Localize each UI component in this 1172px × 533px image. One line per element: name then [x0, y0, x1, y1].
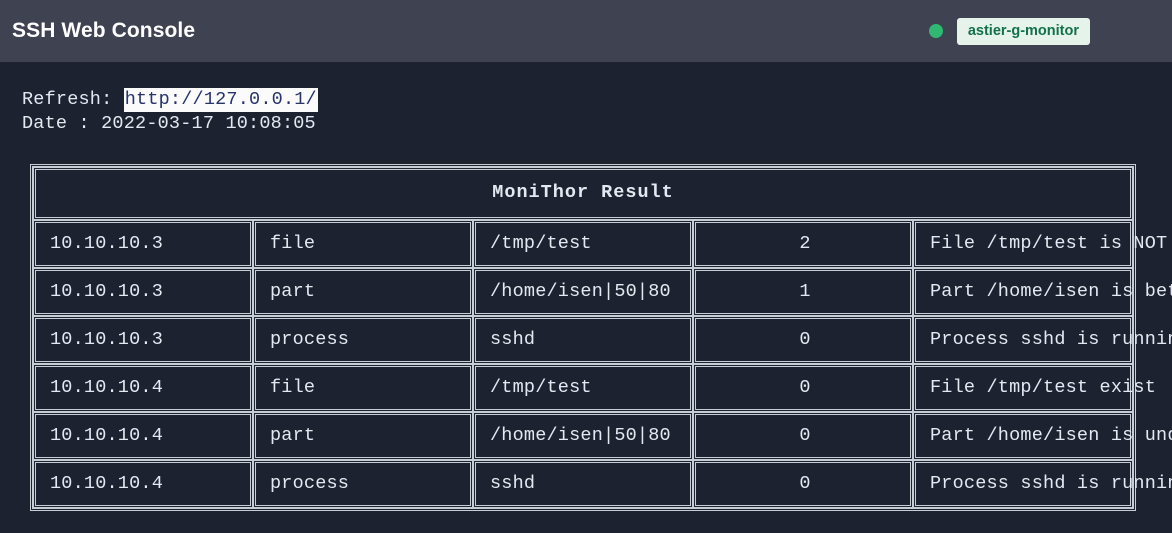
cell-message: Part /home/isen is between 50% and 80% :…: [913, 268, 1172, 316]
refresh-label: Refresh:: [22, 89, 124, 110]
table-title-row: MoniThor Result: [33, 167, 1133, 220]
cell-target: /home/isen|50|80: [473, 268, 693, 316]
cell-code: 0: [693, 460, 913, 508]
cell-message: File /tmp/test is NOT present: [913, 220, 1172, 268]
table-row: 10.10.10.3 part /home/isen|50|80 1 Part …: [33, 268, 1172, 316]
cell-type: file: [253, 364, 473, 412]
header-status-group: astier-g-monitor: [928, 17, 1158, 45]
cell-message: Process sshd is running: [913, 460, 1172, 508]
cell-type: part: [253, 268, 473, 316]
table-row: 10.10.10.4 part /home/isen|50|80 0 Part …: [33, 412, 1172, 460]
date-label: Date :: [22, 113, 102, 134]
cell-host: 10.10.10.3: [33, 268, 253, 316]
cell-code: 0: [693, 316, 913, 364]
cell-code: 1: [693, 268, 913, 316]
date-value: 2022-03-17 10:08:05: [101, 113, 316, 134]
online-status-dot-icon: [928, 24, 943, 38]
cell-target: sshd: [473, 460, 693, 508]
cell-code: 2: [693, 220, 913, 268]
cell-type: process: [253, 460, 473, 508]
cell-target: /tmp/test: [473, 364, 693, 412]
cell-type: file: [253, 220, 473, 268]
table-row: 10.10.10.3 process sshd 0 Process sshd i…: [33, 316, 1172, 364]
table-row: 10.10.10.4 process sshd 0 Process sshd i…: [33, 460, 1172, 508]
cell-host: 10.10.10.3: [33, 316, 253, 364]
table-row: 10.10.10.3 file /tmp/test 2 File /tmp/te…: [33, 220, 1172, 268]
cell-host: 10.10.10.4: [33, 364, 253, 412]
cell-message: File /tmp/test exist: [913, 364, 1156, 412]
meta-block: Refresh: http://127.0.0.1/ Date : 2022-0…: [0, 62, 1172, 136]
table-body: 10.10.10.3 file /tmp/test 2 File /tmp/te…: [33, 220, 1172, 508]
app-header: SSH Web Console astier-g-monitor: [0, 0, 1172, 62]
cell-type: part: [253, 412, 473, 460]
cell-target: /home/isen|50|80: [473, 412, 693, 460]
date-line: Date : 2022-03-17 10:08:05: [22, 112, 1172, 136]
cell-type: process: [253, 316, 473, 364]
cell-host: 10.10.10.4: [33, 460, 253, 508]
cell-host: 10.10.10.4: [33, 412, 253, 460]
monithor-result-table: MoniThor Result 10.10.10.3 file /tmp/tes…: [30, 164, 1172, 511]
cell-target: sshd: [473, 316, 693, 364]
monithor-table-container: MoniThor Result 10.10.10.3 file /tmp/tes…: [30, 164, 1172, 511]
cell-code: 0: [693, 364, 913, 412]
status-badge[interactable]: astier-g-monitor: [956, 17, 1090, 45]
page-title: SSH Web Console: [12, 19, 196, 42]
table-row: 10.10.10.4 file /tmp/test 0 File /tmp/te…: [33, 364, 1156, 412]
cell-message: Part /home/isen is under 50% : 1: [913, 412, 1172, 460]
cell-code: 0: [693, 412, 913, 460]
cell-message: Process sshd is running: [913, 316, 1172, 364]
refresh-line: Refresh: http://127.0.0.1/: [22, 88, 1172, 112]
cell-target: /tmp/test: [473, 220, 693, 268]
refresh-url-link[interactable]: http://127.0.0.1/: [123, 88, 318, 112]
table-title: MoniThor Result: [33, 167, 1133, 220]
cell-host: 10.10.10.3: [33, 220, 253, 268]
